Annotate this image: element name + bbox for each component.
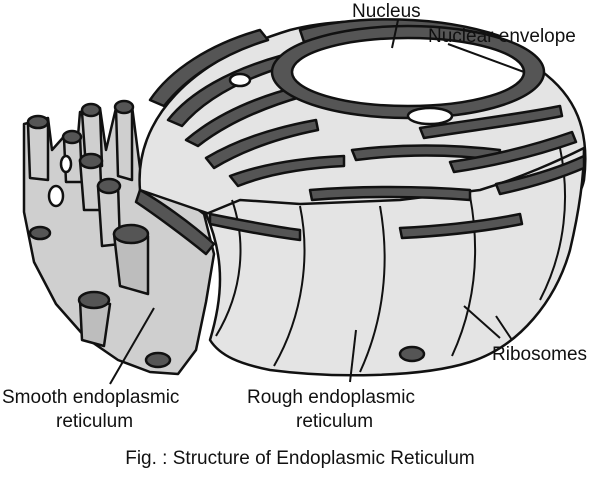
nucleus-leader [391,19,399,49]
figure-caption: Fig. : Structure of Endoplasmic Reticulu… [125,448,475,469]
label-rough-er-line1: Rough endoplasmic [247,387,415,408]
label-ribosomes: Ribosomes [492,344,587,365]
label-smooth-er-line1: Smooth endoplasmic [2,387,179,408]
ribosomes-leader-2 [495,315,513,341]
leader-lines [109,19,525,385]
smooth-er-leader [109,307,155,385]
rough-er-leader [349,329,357,383]
smooth-er [22,99,216,376]
labels: Nucleus Nuclear envelope Ribosomes Smoot… [2,1,587,469]
label-nucleus: Nucleus [352,1,421,22]
label-rough-er-line2: reticulum [296,411,373,432]
rough-er [138,18,587,377]
label-nuclear-envelope: Nuclear envelope [428,26,576,47]
ribosomes-leader-1 [463,305,501,339]
nuclear-envelope-leader [447,43,525,73]
label-smooth-er-line2: reticulum [56,411,133,432]
